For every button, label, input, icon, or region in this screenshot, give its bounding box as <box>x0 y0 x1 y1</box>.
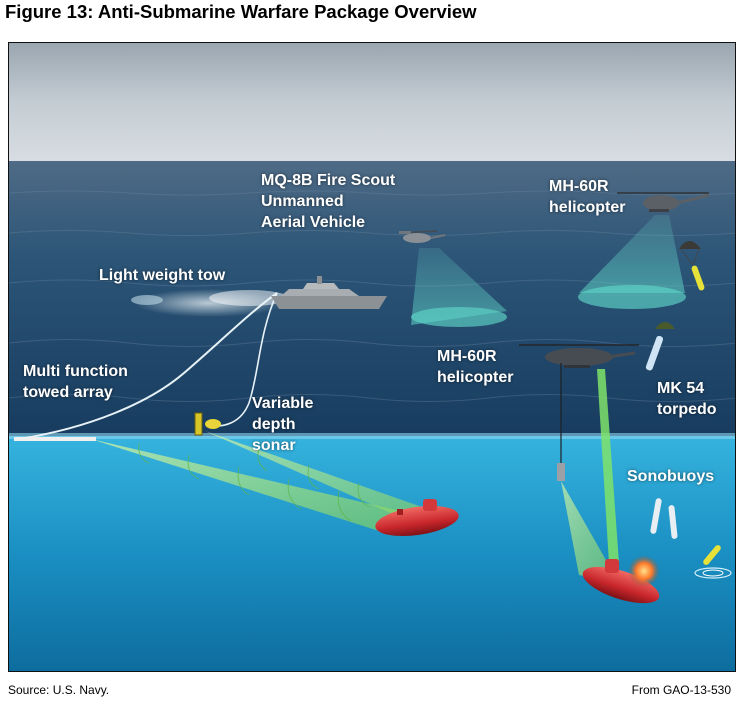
towed-array-label-line-1: Multi function <box>23 363 128 380</box>
dipping-sonar-beam <box>561 481 619 583</box>
sonobuoys-label: Sonobuoys <box>627 466 714 487</box>
mh60r-center-helicopter-icon <box>519 344 639 368</box>
torpedo-icon <box>691 265 705 291</box>
explosion-icon <box>628 555 660 587</box>
towed-array-label: Multi function towed array <box>23 361 128 403</box>
mk54-torpedo-label-line-2: torpedo <box>657 401 717 418</box>
mk54-torpedo-label: MK 54 torpedo <box>657 378 717 420</box>
submarine-icon <box>375 499 459 537</box>
sonobuoy-icon <box>650 498 678 539</box>
light-weight-tow-label-line-1: Light weight tow <box>99 267 226 284</box>
sonobuoy-deployed-icon <box>694 545 732 579</box>
towed-array-cable <box>18 292 278 440</box>
ship-icon <box>271 276 387 309</box>
fire-scout-label-line-1: MQ-8B Fire Scout <box>261 172 396 189</box>
helicopter-targeting-beam <box>597 369 619 563</box>
mh60r-right-label-line-1: MH-60R <box>549 178 609 195</box>
variable-depth-sonar-icon <box>194 412 221 436</box>
parachute-icon <box>655 322 675 329</box>
mk54-torpedo-icon <box>645 335 664 371</box>
figure-title: Figure 13: Anti-Submarine Warfare Packag… <box>5 1 477 22</box>
sky <box>9 43 735 161</box>
mh60r-center-label-line-2: helicopter <box>437 369 514 386</box>
mh60r-helicopter-icon <box>617 192 710 212</box>
mh60r-center-label-line-1: MH-60R <box>437 348 497 365</box>
dipping-sonar-icon <box>557 463 565 481</box>
variable-depth-sonar-label-line-3: sonar <box>252 437 296 454</box>
towed-array-beam <box>91 439 409 531</box>
sonobuoys-label-line-1: Sonobuoys <box>627 468 715 485</box>
parachute-icon <box>679 241 701 266</box>
fire-scout-uav-icon <box>398 230 446 243</box>
variable-depth-sonar-label-line-2: depth <box>252 416 296 433</box>
vds-beam <box>205 431 439 529</box>
helicopter-right-sensor-cone <box>579 215 685 293</box>
mh60r-right-label: MH-60R helicopter <box>549 176 625 218</box>
vds-cable <box>208 292 278 427</box>
fire-scout-sensor-cone <box>411 248 507 325</box>
fire-scout-label: MQ-8B Fire Scout Unmanned Aerial Vehicle <box>261 170 395 233</box>
mh60r-center-label: MH-60R helicopter <box>437 346 513 388</box>
report-reference: From GAO-13-530 <box>631 683 731 697</box>
light-weight-tow-label: Light weight tow <box>99 265 225 286</box>
source-note: Source: U.S. Navy. <box>8 683 110 697</box>
fire-scout-label-line-2: Unmanned <box>261 193 344 210</box>
mh60r-right-label-line-2: helicopter <box>549 199 626 216</box>
variable-depth-sonar-label-line-1: Variable <box>252 395 314 412</box>
submarine-target-icon <box>582 559 660 604</box>
towed-array-label-line-2: towed array <box>23 384 113 401</box>
towed-array <box>14 437 96 441</box>
mk54-torpedo-label-line-1: MK 54 <box>657 380 705 397</box>
variable-depth-sonar-label: Variable depth sonar <box>252 393 313 456</box>
asw-illustration: MQ-8B Fire Scout Unmanned Aerial Vehicle… <box>8 42 736 672</box>
fire-scout-label-line-3: Aerial Vehicle <box>261 214 366 231</box>
scene-graphic <box>9 43 735 671</box>
